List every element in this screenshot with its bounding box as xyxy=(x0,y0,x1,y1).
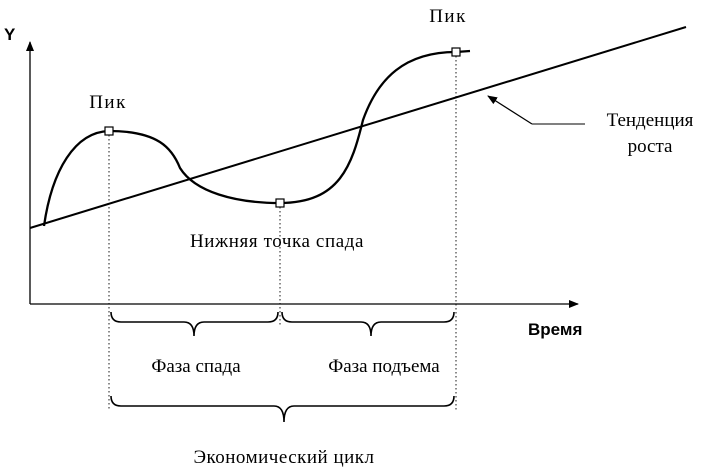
trend-label-line2: роста xyxy=(628,136,673,157)
right-peak-label: Пик xyxy=(429,6,467,27)
trough-label: Нижняя точка спада xyxy=(190,231,364,252)
cycle-curve xyxy=(42,49,471,227)
phase-decline-brace xyxy=(110,311,279,337)
left-peak-marker xyxy=(104,126,114,136)
y-axis-label: Y xyxy=(4,25,16,44)
left-peak-label: Пик xyxy=(89,92,127,113)
phase-rise-label: Фаза подъема xyxy=(328,356,440,377)
x-axis-label: Время xyxy=(528,320,582,339)
right-peak-marker xyxy=(451,47,461,57)
economic-cycle-label: Экономический цикл xyxy=(193,447,374,468)
economic-cycle-brace xyxy=(110,395,455,423)
phase-rise-brace xyxy=(281,311,455,337)
trend-line xyxy=(29,26,687,229)
trend-pointer-arrow xyxy=(487,95,533,125)
phase-decline-label: Фаза спада xyxy=(151,356,241,377)
trend-label-line1: Тенденция xyxy=(607,110,694,131)
trough-marker xyxy=(275,198,285,208)
